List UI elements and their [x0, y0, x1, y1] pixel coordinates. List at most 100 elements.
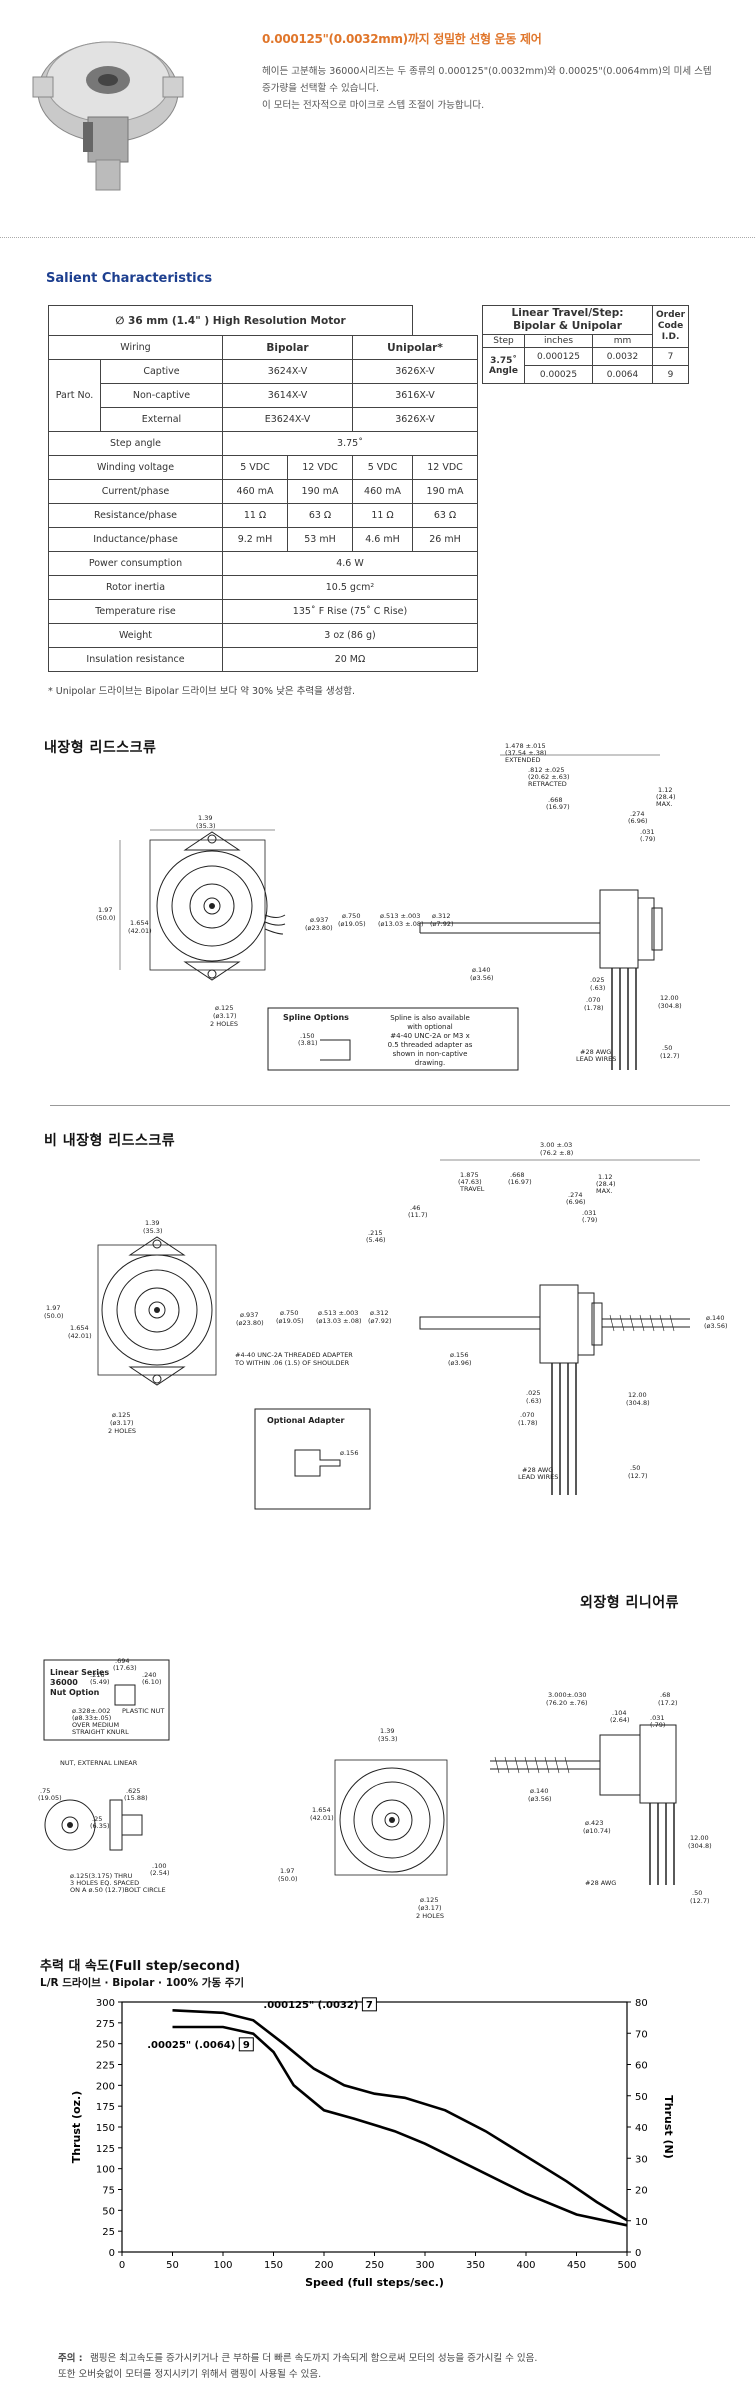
dim-text: (28.4) [596, 1180, 616, 1188]
dim-text: (1.78) [518, 1419, 538, 1427]
dim-text: 12.00 [628, 1391, 647, 1399]
chart-title: 추력 대 속도(Full step/second) [40, 1959, 241, 1974]
y-right-tick-label: 40 [635, 2123, 648, 2134]
dim-text: (17.63) [113, 1664, 137, 1672]
dim-text: 3 HOLES EQ. SPACED [70, 1879, 139, 1887]
footer-label: 주의 : [58, 2353, 83, 2364]
dim-text: .100 [152, 1862, 166, 1870]
dim-text: (37.54 ±.38) [505, 749, 547, 757]
dim-text: 1.97 [280, 1867, 294, 1875]
series-label-text: .00025" (.0064) [147, 2040, 235, 2051]
travel-id: 7 [651, 347, 690, 366]
partno-label: Part No. [48, 359, 101, 432]
dim-text: ø.140 [706, 1314, 724, 1322]
dim-text: 2 HOLES [416, 1912, 444, 1920]
dim-text: .25 [92, 1815, 102, 1823]
cell: 12 VDC [412, 455, 478, 480]
temp-value: 135˚ F Rise (75˚ C Rise) [222, 599, 478, 624]
dim-text: ø.937 [240, 1311, 258, 1319]
spline-note: #4-40 UNC-2A or M3 x [390, 1032, 469, 1040]
header-title: 0.000125"(0.0032mm)까지 정밀한 선형 운동 제어 [262, 32, 542, 46]
dim-text: 1.875 [460, 1171, 479, 1179]
dim-text: (ø3.17) [110, 1419, 134, 1427]
y-tick-label: 300 [96, 1998, 115, 2009]
dim-text: .025 [526, 1389, 540, 1397]
dim-text: MAX. [656, 800, 673, 808]
cell: 63 Ω [287, 503, 353, 528]
dim-text: (35.3) [378, 1735, 398, 1743]
dim-text: .50 [630, 1464, 640, 1472]
dim-text: (ø3.56) [704, 1322, 728, 1330]
dim-text: ø.125 [215, 1004, 233, 1012]
dim-text: .215 [368, 1229, 382, 1237]
series-id-box [238, 2037, 254, 2052]
dim-text: ø.513 ±.003 [380, 912, 420, 920]
y-tick-label: 50 [102, 2206, 115, 2217]
dim-text: (16.97) [508, 1178, 532, 1186]
travel-id: 9 [651, 365, 690, 384]
spline-note: shown in non-captive [393, 1050, 468, 1058]
dim-text: (5.49) [90, 1678, 110, 1686]
dim-text: (20.62 ±.63) [528, 773, 570, 781]
dim-text: 1.97 [46, 1304, 60, 1312]
dim-text: (19.05) [38, 1794, 62, 1802]
dim-text: TRAVEL [459, 1185, 485, 1193]
dim-text: (ø19.05) [338, 920, 366, 928]
dim-text: 1.39 [198, 814, 212, 822]
y-right-tick-label: 60 [635, 2061, 648, 2072]
dim-text: (50.0) [96, 914, 116, 922]
y-right-tick-label: 20 [635, 2186, 648, 2197]
dim-text: .070 [586, 996, 600, 1004]
dim-text: 3.00 ±.03 [540, 1141, 572, 1149]
weight-value: 3 oz (86 g) [222, 623, 478, 648]
x-tick-label: 350 [466, 2260, 485, 2271]
dim-text: ø.312 [432, 912, 450, 920]
y-tick-label: 150 [96, 2123, 115, 2134]
dim-text: (28.4) [656, 793, 676, 801]
section-captive-title: 내장형 리드스크류 [44, 740, 157, 756]
series-label-text: .000125" (.0032) [263, 2000, 358, 2011]
part-uni: 3626X-V [352, 407, 478, 432]
mm-header: mm [592, 334, 653, 348]
dim-text: (ø23.80) [305, 924, 333, 932]
nut-title: Nut Option [50, 1688, 100, 1697]
cell: 460 mA [222, 479, 288, 504]
y-tick-label: 25 [102, 2227, 115, 2238]
rotor-label: Rotor inertia [48, 575, 223, 600]
dim-text: (304.8) [688, 1842, 712, 1850]
angle-cell: 3.75˚ Angle [482, 347, 525, 384]
y-right-tick-label: 80 [635, 1998, 648, 2009]
dim-text: (ø7.92) [368, 1317, 392, 1325]
dim-text: (12.7) [628, 1472, 648, 1480]
dim-text: (50.0) [278, 1875, 298, 1883]
dim-text: (ø23.80) [236, 1319, 264, 1327]
series-id-box [361, 1997, 377, 2012]
y-axis-label: Thrust (oz.) [70, 2091, 83, 2163]
dim-text: #28 AWG [585, 1879, 616, 1887]
dim-text: (15.88) [124, 1794, 148, 1802]
dim-text: (42.01) [128, 927, 152, 935]
insulation-label: Insulation resistance [48, 647, 223, 672]
dim-text: 12.00 [690, 1834, 709, 1842]
header-text-2: 증가량을 선택할 수 있습니다. [262, 83, 379, 94]
header-text-1: 헤이든 고분해능 36000시리즈는 두 종류의 0.000125"(0.003… [262, 66, 712, 77]
dim-text: OVER MEDIUM [72, 1721, 119, 1729]
current-label: Current/phase [48, 479, 223, 504]
dim-text: (ø3.56) [470, 974, 494, 982]
dim-text: ø.937 [310, 916, 328, 924]
dim-text: (12.7) [660, 1052, 680, 1060]
divider [50, 1105, 730, 1106]
cell: 11 Ω [352, 503, 413, 528]
dim-text: (2.64) [610, 1716, 630, 1724]
travel-in: 0.000125 [524, 347, 593, 366]
series-label-0064: .00025" (.0064) 9 [147, 2037, 254, 2052]
dim-text: ø.125 [112, 1411, 130, 1419]
x-tick-label: 450 [567, 2260, 586, 2271]
dim-text: .070 [520, 1411, 534, 1419]
dim-text: (ø3.96) [448, 1359, 472, 1367]
dim-text: 1.12 [658, 786, 672, 794]
dim-text: MAX. [596, 1187, 613, 1195]
